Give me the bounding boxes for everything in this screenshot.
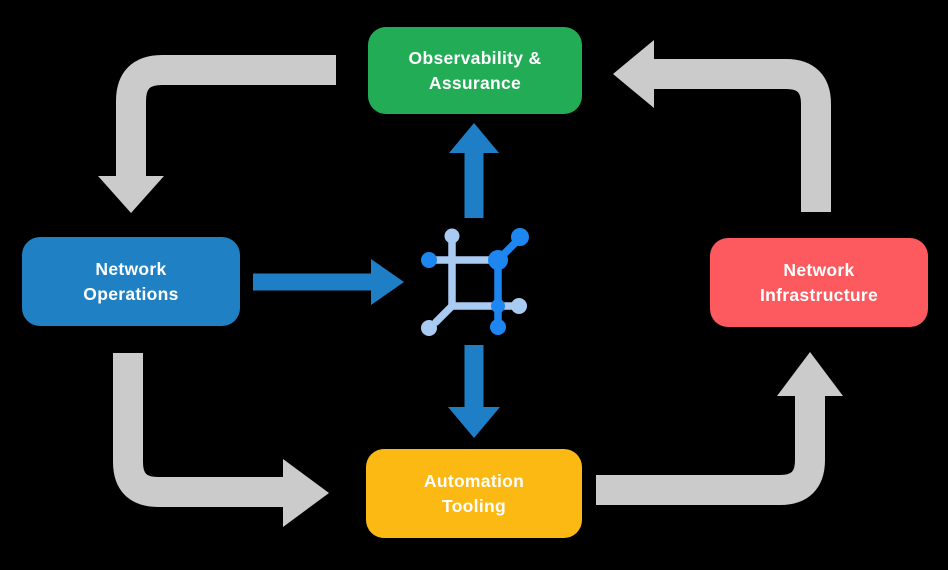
node-network-operations: Network Operations [22,237,240,326]
arrow-head-down [98,176,164,213]
icon-square-light-sides [448,256,502,310]
icon-node-right-light [511,298,527,314]
node-label-line1: Observability & [408,48,542,68]
arrow-head-right [283,459,329,527]
icon-node-bottom-bright [490,319,506,335]
node-label: Network Operations [83,257,178,306]
node-label-line1: Network [95,259,167,279]
arrow-shaft [116,55,336,178]
arrow-operations-to-center [253,259,404,305]
icon-junction-top-right [488,250,508,270]
arrow-center-to-observability [449,123,499,218]
node-label-line2: Infrastructure [760,284,878,305]
arrow-shaft [652,59,831,212]
arrow-infrastructure-to-observability [613,40,831,212]
node-observability-assurance: Observability & Assurance [368,27,582,114]
icon-node-left-bright [421,252,437,268]
arrow-head-up [777,352,843,396]
arrow-operations-to-automation [113,353,329,527]
arrow-head-down [448,407,500,438]
node-label-line1: Automation [423,471,525,491]
node-label: Observability & Assurance [409,46,542,95]
icon-node-top-right-bright [511,228,529,246]
icon-node-bottom-left-light [421,320,437,336]
icon-junction-bottom-right [491,299,505,313]
arrow-head-up [449,123,499,153]
icon-node-top-light [444,228,460,244]
node-label-line2: Tooling [442,495,506,516]
arrow-head-left [613,40,654,108]
arrow-center-to-automation [448,345,500,438]
arrow-head-right [371,259,404,305]
node-label-line2: Operations [83,283,179,304]
node-label-line2: Assurance [428,72,522,93]
node-label: Automation Tooling [424,469,524,518]
arrow-shaft [113,353,285,507]
arrow-automation-to-infrastructure [596,352,843,505]
arrow-shaft [596,394,825,505]
node-label-line1: Network [783,260,855,280]
node-automation-tooling: Automation Tooling [366,449,582,538]
icon-stub-diag-bottom-left [432,302,456,326]
arrow-observability-to-operations [98,55,336,213]
network-mesh-icon-bright-parts [421,228,529,335]
node-label: Network Infrastructure [760,258,878,307]
network-mesh-icon [421,228,529,336]
node-network-infrastructure: Network Infrastructure [710,238,928,327]
